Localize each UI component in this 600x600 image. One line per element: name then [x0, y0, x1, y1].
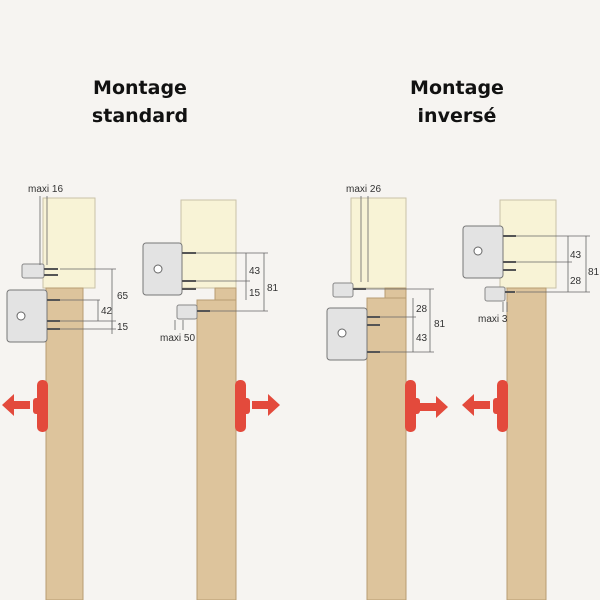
- door-handle-icon: [405, 380, 420, 432]
- dim-maxi-50: maxi 50: [160, 333, 195, 344]
- dimension-lines: [39, 196, 116, 334]
- door-closer-body: [326, 307, 380, 361]
- door-frame: [180, 199, 237, 289]
- diagram-standard-pull: maxi 16 65 42 15: [2, 184, 129, 600]
- dim-15: 15: [117, 322, 129, 333]
- door-frame-rebate: [214, 287, 237, 301]
- direction-arrow-icon: [420, 396, 448, 418]
- door-leaf: [196, 299, 237, 600]
- dimension-lines: [174, 252, 268, 330]
- door-leaf: [366, 297, 407, 600]
- dim-65: 65: [117, 291, 129, 302]
- direction-arrow-icon: [462, 394, 490, 416]
- dim-28: 28: [416, 304, 428, 315]
- dim-42: 42: [101, 306, 113, 317]
- closer-arm-bracket: [176, 304, 210, 320]
- dim-maxi-26: maxi 26: [346, 184, 381, 195]
- door-frame: [350, 197, 407, 289]
- diagram-inverse-pull: 43 28 81 maxi 3: [462, 199, 600, 600]
- diagram-standard-push: 43 15 81 maxi 50: [142, 199, 280, 600]
- closer-arm-bracket: [21, 263, 58, 279]
- dim-maxi-16: maxi 16: [28, 184, 63, 195]
- door-leaf: [45, 287, 84, 600]
- direction-arrow-icon: [2, 394, 30, 416]
- door-handle-icon: [493, 380, 508, 432]
- title-inverse-line2: inversé: [417, 105, 497, 127]
- dim-81: 81: [588, 267, 600, 278]
- closer-arm-bracket: [332, 282, 366, 298]
- dimension-lines: [360, 196, 434, 353]
- door-frame: [499, 199, 557, 289]
- door-closer-body: [462, 225, 516, 279]
- dim-81: 81: [434, 319, 446, 330]
- title-standard-line1: Montage: [93, 77, 187, 99]
- title-inverse-line1: Montage: [410, 77, 504, 99]
- door-frame: [42, 197, 96, 289]
- door-handle-icon: [235, 380, 250, 432]
- dimension-lines: [502, 235, 590, 312]
- title-standard-line2: standard: [91, 105, 189, 127]
- diagram-inverse-push: maxi 26 28 43 81: [326, 184, 448, 600]
- dim-15: 15: [249, 288, 261, 299]
- dim-28: 28: [570, 276, 582, 287]
- door-closer-body: [6, 289, 60, 343]
- dim-43: 43: [570, 250, 582, 261]
- dim-43: 43: [416, 333, 428, 344]
- door-leaf: [506, 287, 547, 600]
- direction-arrow-icon: [252, 394, 280, 416]
- dim-81: 81: [267, 283, 279, 294]
- door-closer-body: [142, 242, 196, 296]
- title-montage-inverse: Montage inversé: [357, 74, 557, 130]
- closer-arm-bracket: [484, 286, 515, 302]
- title-montage-standard: Montage standard: [40, 74, 240, 130]
- door-handle-icon: [33, 380, 48, 432]
- dim-maxi-3: maxi 3: [478, 314, 508, 325]
- door-leaf-top: [384, 287, 407, 299]
- dim-43: 43: [249, 266, 261, 277]
